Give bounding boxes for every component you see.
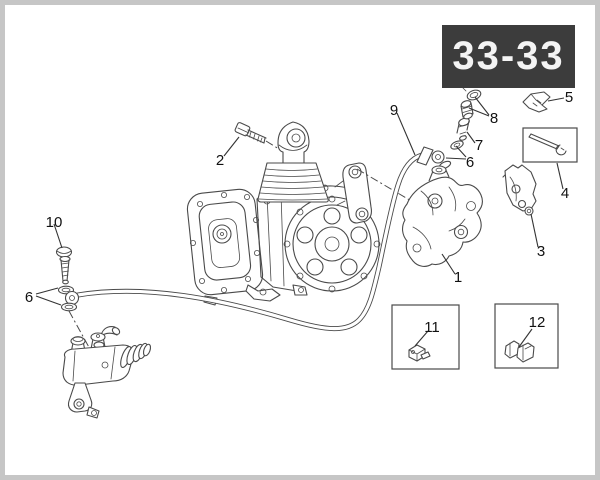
callout-2-label: 2 [216,152,224,169]
callout-6-lower-label: 6 [25,289,33,306]
hose-clamp-b-box [494,303,559,369]
page-code: 33-33 [452,34,565,78]
diagram-canvas: 1 2 3 4 5 6 7 8 9 10 6 11 12 [25,86,578,419]
bleed-valve-and-cap [460,86,482,120]
callout-11-label: 11 [424,319,440,336]
callout-3-label: 3 [537,243,545,260]
callout-labels: 1 2 3 4 5 6 7 8 9 10 6 11 12 [25,89,573,336]
master-cylinder-banjo-and-washers [57,285,80,312]
engine-drawing [186,121,381,306]
callout-6-upper-label: 6 [466,154,474,171]
page-code-box: 33-33 [442,25,575,88]
callout-7-label: 7 [475,137,483,154]
brake-hose [75,146,434,332]
hose-clamp-a-box [391,304,460,370]
callout-4-label: 4 [561,185,569,202]
sheet-clip [522,91,551,113]
banjo-bolt [55,246,73,285]
hose-fitting [456,117,470,141]
hose-crimp-sleeve [416,146,434,166]
callout-5-label: 5 [565,89,573,106]
callout-1-label: 1 [454,269,462,286]
caliper-banjo-and-washers [431,140,464,170]
pad-pin-kit-box [522,127,578,163]
mounting-bolt [234,122,267,144]
callout-9-label: 9 [390,102,398,119]
brake-pads [502,164,537,216]
callout-10-label: 10 [46,214,63,231]
master-cylinder [62,326,152,419]
callout-leader-lines [35,96,565,348]
assembly-axis-lines [68,140,414,352]
callout-12-label: 12 [529,314,546,331]
callout-8-label: 8 [490,110,498,127]
brake-caliper [402,165,483,267]
